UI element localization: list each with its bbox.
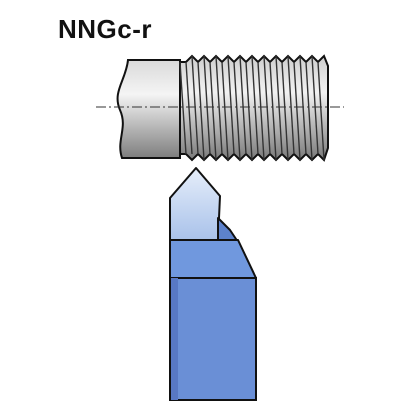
diagram-title: NNGc-r [58, 14, 153, 44]
threaded-section [179, 54, 329, 162]
tool-tip [169, 167, 221, 241]
thread-lines [179, 55, 325, 161]
workpiece-shaft [116, 59, 181, 159]
tool-head-band [169, 239, 257, 279]
tool-shank-shade [170, 278, 178, 400]
threading-tool [169, 167, 257, 401]
tool-shank [169, 277, 257, 401]
tool-rake-face [217, 217, 239, 243]
